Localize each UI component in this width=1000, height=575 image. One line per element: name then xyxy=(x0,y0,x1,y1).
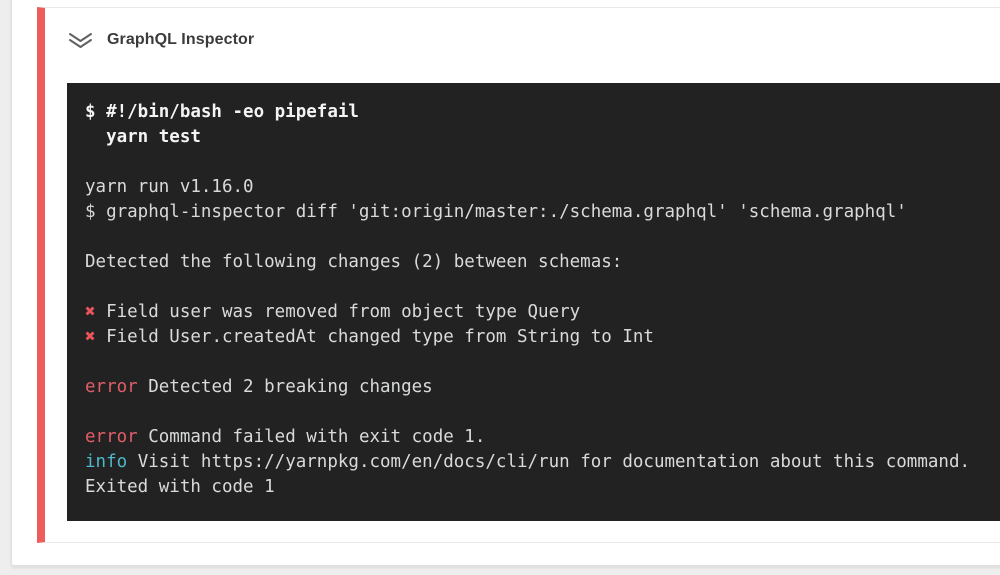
terminal-line xyxy=(85,275,1000,300)
terminal-segment-plain: Visit https://yarnpkg.com/en/docs/cli/ru… xyxy=(127,452,971,472)
terminal-segment-plain: Field User.createdAt changed type from S… xyxy=(95,327,654,347)
terminal-segment-bold: yarn test xyxy=(85,127,201,147)
terminal-segment-error: error xyxy=(85,427,138,447)
terminal-segment-plain: Command failed with exit code 1. xyxy=(137,427,486,447)
terminal-line xyxy=(85,150,1000,175)
terminal-line: error Detected 2 breaking changes xyxy=(85,375,1000,400)
terminal-line: ✖ Field user was removed from object typ… xyxy=(85,300,1000,325)
terminal-segment-plain: Detected the following changes (2) betwe… xyxy=(85,252,623,272)
terminal-segment-info: info xyxy=(85,452,128,472)
terminal-line: error Command failed with exit code 1. xyxy=(85,425,1000,450)
terminal-line xyxy=(85,350,1000,375)
terminal-line: yarn test xyxy=(85,125,1000,150)
terminal-segment-bold: $ #!/bin/bash -eo pipefail xyxy=(85,102,359,122)
terminal-line: $ graphql-inspector diff 'git:origin/mas… xyxy=(85,200,1000,225)
terminal-segment-plain: Exited with code 1 xyxy=(85,477,275,497)
terminal-segment-plain: yarn run v1.16.0 xyxy=(85,177,254,197)
terminal-segment-cross: ✖ xyxy=(85,327,96,347)
terminal-line: Exited with code 1 xyxy=(85,475,1000,500)
terminal-line: ✖ Field User.createdAt changed type from… xyxy=(85,325,1000,350)
terminal-segment-error: error xyxy=(85,377,138,397)
terminal-line: $ #!/bin/bash -eo pipefail xyxy=(85,100,1000,125)
terminal-segment-plain: $ graphql-inspector diff 'git:origin/mas… xyxy=(85,202,907,222)
terminal-line xyxy=(85,400,1000,425)
terminal-line: Detected the following changes (2) betwe… xyxy=(85,250,1000,275)
failed-step: GraphQL Inspector $ #!/bin/bash -eo pipe… xyxy=(37,7,1000,543)
terminal-line: yarn run v1.16.0 xyxy=(85,175,1000,200)
step-title: GraphQL Inspector xyxy=(107,31,255,48)
terminal-line: info Visit https://yarnpkg.com/en/docs/c… xyxy=(85,450,1000,475)
terminal-output: $ #!/bin/bash -eo pipefail yarn test yar… xyxy=(67,83,1000,521)
step-header[interactable]: GraphQL Inspector xyxy=(67,29,254,51)
terminal-line xyxy=(85,225,1000,250)
terminal-segment-plain: Detected 2 breaking changes xyxy=(137,377,433,397)
terminal-segment-cross: ✖ xyxy=(85,302,96,322)
terminal-segment-plain: Field user was removed from object type … xyxy=(95,302,581,322)
build-step-card: GraphQL Inspector $ #!/bin/bash -eo pipe… xyxy=(11,0,1000,566)
chevron-double-down-icon[interactable] xyxy=(67,30,94,51)
